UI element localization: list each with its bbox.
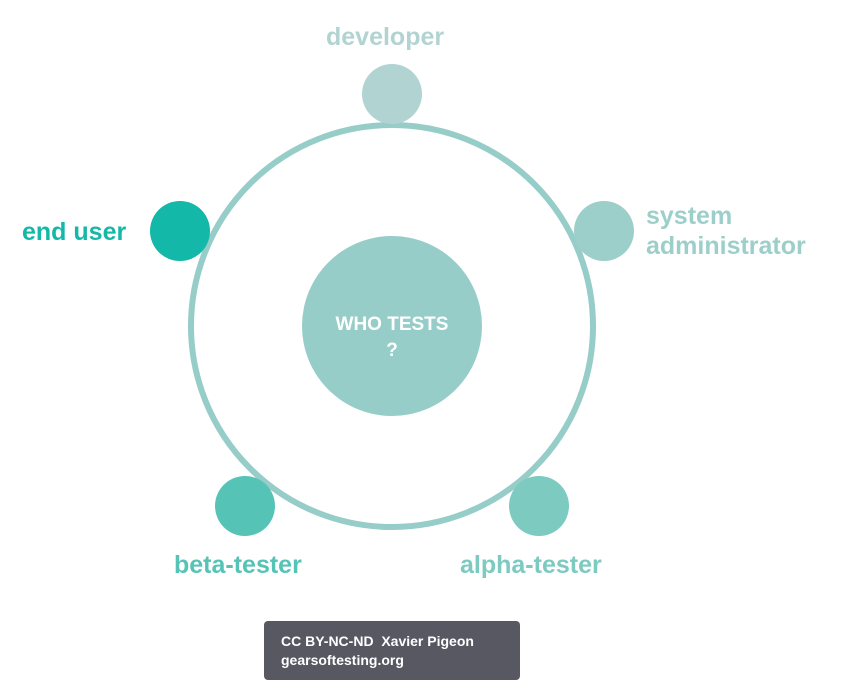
- end-user-label: end user: [22, 218, 127, 246]
- center-label-line1: WHO TESTS: [335, 314, 449, 335]
- center-circle: [302, 236, 482, 416]
- developer-node: [362, 64, 422, 124]
- system-administrator-label-line1: system: [646, 202, 733, 230]
- outer-ring: [188, 122, 596, 530]
- alpha-tester-label: alpha-tester: [460, 551, 602, 579]
- system-administrator-label: system administrator: [646, 201, 806, 261]
- credit-license: CC BY-NC-ND Xavier Pigeon: [281, 633, 474, 649]
- beta-tester-label: beta-tester: [174, 551, 302, 579]
- center-label: WHO TESTS ?: [300, 312, 484, 364]
- developer-label: developer: [326, 23, 445, 51]
- beta-tester-node: [215, 476, 275, 536]
- system-administrator-label-line2: administrator: [646, 232, 806, 260]
- credit-website: gearsoftesting.org: [281, 652, 404, 668]
- alpha-tester-node: [509, 476, 569, 536]
- system-administrator-node: [574, 201, 634, 261]
- license-credit-box: CC BY-NC-ND Xavier Pigeon gearsoftesting…: [264, 621, 520, 680]
- end-user-node: [150, 201, 210, 261]
- center-label-line2: ?: [386, 340, 398, 361]
